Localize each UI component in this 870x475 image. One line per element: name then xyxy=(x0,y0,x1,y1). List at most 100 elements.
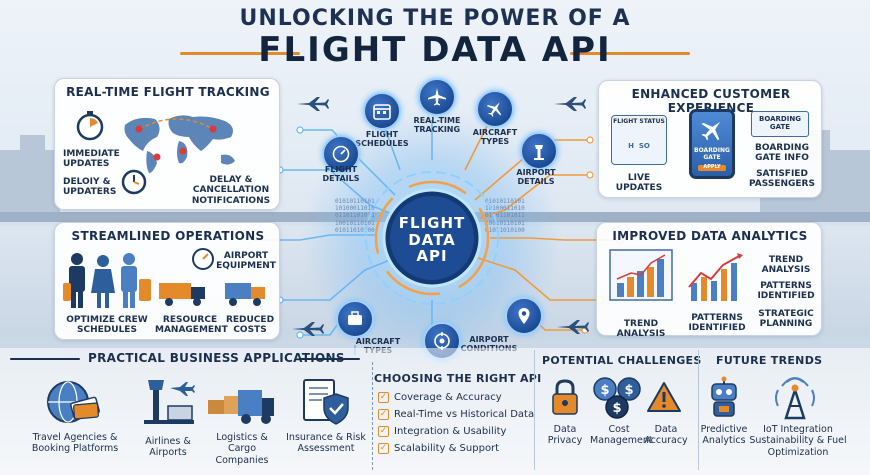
hub-label: FLIGHT DATA API xyxy=(398,214,466,265)
line-chart-icon xyxy=(688,253,743,301)
node-flight-details xyxy=(322,135,360,173)
business-item-2: Logistics & Cargo Companies xyxy=(215,432,269,466)
binary-decoration-left: 01010110101 10100011010 01101101011 1001… xyxy=(335,198,375,234)
iot-tower-icon xyxy=(775,377,815,420)
future-item-0: Predictive Analytics xyxy=(700,424,748,447)
robot-icon xyxy=(711,376,737,417)
divider-line xyxy=(698,350,699,470)
business-title: PRACTICAL BUSINESS APPLICATIONS xyxy=(88,351,345,365)
business-item-3: Insurance & Risk Assessment xyxy=(286,432,366,455)
clock-icon xyxy=(121,169,147,195)
choosing-item: ✓ Real-Time vs Historical Data xyxy=(378,409,534,420)
title-underline-right xyxy=(570,52,690,55)
trend-analysis-right-label: TREND ANALYSIS xyxy=(761,255,811,276)
divider-line xyxy=(372,362,373,470)
flight-status-codes: H SO xyxy=(628,141,650,150)
boarding-gate-info-label: BOARDING GATE INFO xyxy=(755,143,809,164)
business-title-line-right xyxy=(300,358,360,360)
gauge-icon xyxy=(332,145,350,163)
binary-decoration-right: 01010110101 10100011010 01101101011 1001… xyxy=(485,198,525,234)
choosing-item-label: Integration & Usability xyxy=(394,426,507,437)
panel-customer-experience: ENHANCED CUSTOMER EXPERIENCE FLIGHT STAT… xyxy=(598,80,822,198)
node-aircraft-types-top xyxy=(476,90,514,128)
resource-management-label: RESOURCE MANAGEMENT xyxy=(155,315,228,336)
node-real-time-tracking xyxy=(418,78,456,116)
business-item-1: Airlines & Airports xyxy=(145,436,191,459)
title-underline-left xyxy=(180,52,300,55)
airplane-icon xyxy=(557,320,589,334)
challenges-item-2: Data Accuracy xyxy=(644,424,688,447)
airplane-icon xyxy=(292,322,324,336)
hub-rings xyxy=(365,171,499,305)
divider-line xyxy=(534,350,535,470)
airplane-icon xyxy=(297,97,329,111)
challenges-item-0: Data Privacy xyxy=(547,424,583,447)
choosing-title: CHOOSING THE RIGHT API xyxy=(374,372,542,385)
cargo-truck-icon xyxy=(208,390,274,424)
delay-notifications-label: DELAY & CANCELLATION NOTIFICATIONS xyxy=(191,175,271,206)
crew-icon xyxy=(63,253,151,308)
location-pin-icon xyxy=(518,308,530,324)
checkbox-icon: ✓ xyxy=(378,392,389,403)
bar-chart-icon xyxy=(609,249,673,301)
dollar-coins-icon: $ $ $ xyxy=(593,377,641,419)
node-real-time-tracking-label: REAL-TIME TRACKING xyxy=(413,116,461,135)
node-flight-schedules xyxy=(363,92,401,130)
panel-streamlined-operations: STREAMLINED OPERATIONS AIRPORT EQUIPMENT… xyxy=(54,222,280,340)
choosing-item-label: Real-Time vs Historical Data xyxy=(394,409,535,420)
warning-icon xyxy=(647,382,681,412)
optimize-crew-label: OPTIMIZE CREW SCHEDULES xyxy=(66,315,148,336)
future-title: FUTURE TRENDS xyxy=(716,354,823,367)
phone-icon: BOARDING GATE APPLY xyxy=(689,109,735,179)
choosing-item-label: Scalability & Support xyxy=(394,443,500,454)
world-map-icon xyxy=(124,115,235,173)
node-location xyxy=(505,297,543,335)
patterns-mid-label: PATTERNS IDENTIFIED xyxy=(688,313,746,334)
checkbox-icon: ✓ xyxy=(378,409,389,420)
airplane-icon xyxy=(428,88,446,106)
svg-text:$: $ xyxy=(624,383,633,398)
choosing-item: ✓ Integration & Usability xyxy=(378,426,534,437)
challenges-item-1: Cost Management xyxy=(590,424,653,447)
flight-status-label: FLIGHT STATUS xyxy=(613,118,665,125)
node-airport-details xyxy=(520,132,558,170)
phone-boarding-gate: BOARDING GATE xyxy=(694,147,730,161)
node-aircraft-types-bottom xyxy=(336,300,374,338)
gauge-icon xyxy=(192,248,214,270)
lock-icon xyxy=(552,379,578,415)
choosing-item: ✓ Scalability & Support xyxy=(378,443,534,454)
airplane-icon xyxy=(486,102,502,117)
insurance-shield-icon xyxy=(303,379,349,425)
panel-title: IMPROVED DATA ANALYTICS xyxy=(612,229,808,243)
challenges-title: POTENTIAL CHALLENGES xyxy=(542,354,702,367)
strategic-planning-label: STRATEGIC PLANNING xyxy=(758,309,814,330)
checkbox-icon: ✓ xyxy=(378,443,389,454)
checkbox-icon: ✓ xyxy=(378,426,389,437)
boarding-gate-card: BOARDING GATE xyxy=(751,111,809,137)
satisfied-passengers-label: SATISFIED PASSENGERS xyxy=(749,169,815,190)
stopwatch-icon xyxy=(76,111,104,141)
flight-status-card: FLIGHT STATUS H SO xyxy=(611,115,667,165)
immediate-updates-label: IMMEDIATE UPDATES xyxy=(63,149,120,170)
choosing-list: ✓ Coverage & Accuracy ✓ Real-Time vs Histo… xyxy=(378,392,534,454)
airplane-icon xyxy=(701,121,721,141)
briefcase-icon xyxy=(348,311,362,325)
airplane-icon xyxy=(554,97,586,111)
panel-title: STREAMLINED OPERATIONS xyxy=(71,229,265,243)
delivery-truck-icon xyxy=(225,283,265,306)
patterns-right-label: PATTERNS IDENTIFIED xyxy=(757,281,815,302)
future-item-1: IoT Integration Sustainability & Fuel Op… xyxy=(749,424,847,458)
control-tower-icon xyxy=(534,145,544,160)
airport-equipment-label: AIRPORT EQUIPMENT xyxy=(216,251,276,272)
choosing-item-label: Coverage & Accuracy xyxy=(394,392,502,403)
apply-button: APPLY xyxy=(698,164,726,171)
node-flight-details-label: FLIGHT DETAILS xyxy=(322,165,360,184)
svg-text:$: $ xyxy=(612,401,621,416)
node-aircraft-types-top-label: AIRCRAFT TYPES xyxy=(472,128,518,147)
trend-analysis-left-label: TREND ANALYSIS xyxy=(616,319,666,340)
panel-real-time-tracking: REAL-TIME FLIGHT TRACKING IMMEDIATE UPDA… xyxy=(54,78,280,210)
node-flight-schedules-label: FLIGHT SCHEDULES xyxy=(355,130,409,149)
control-tower-icon xyxy=(144,380,195,424)
choosing-item: ✓ Coverage & Accuracy xyxy=(378,392,534,403)
business-title-line-left xyxy=(10,358,80,360)
